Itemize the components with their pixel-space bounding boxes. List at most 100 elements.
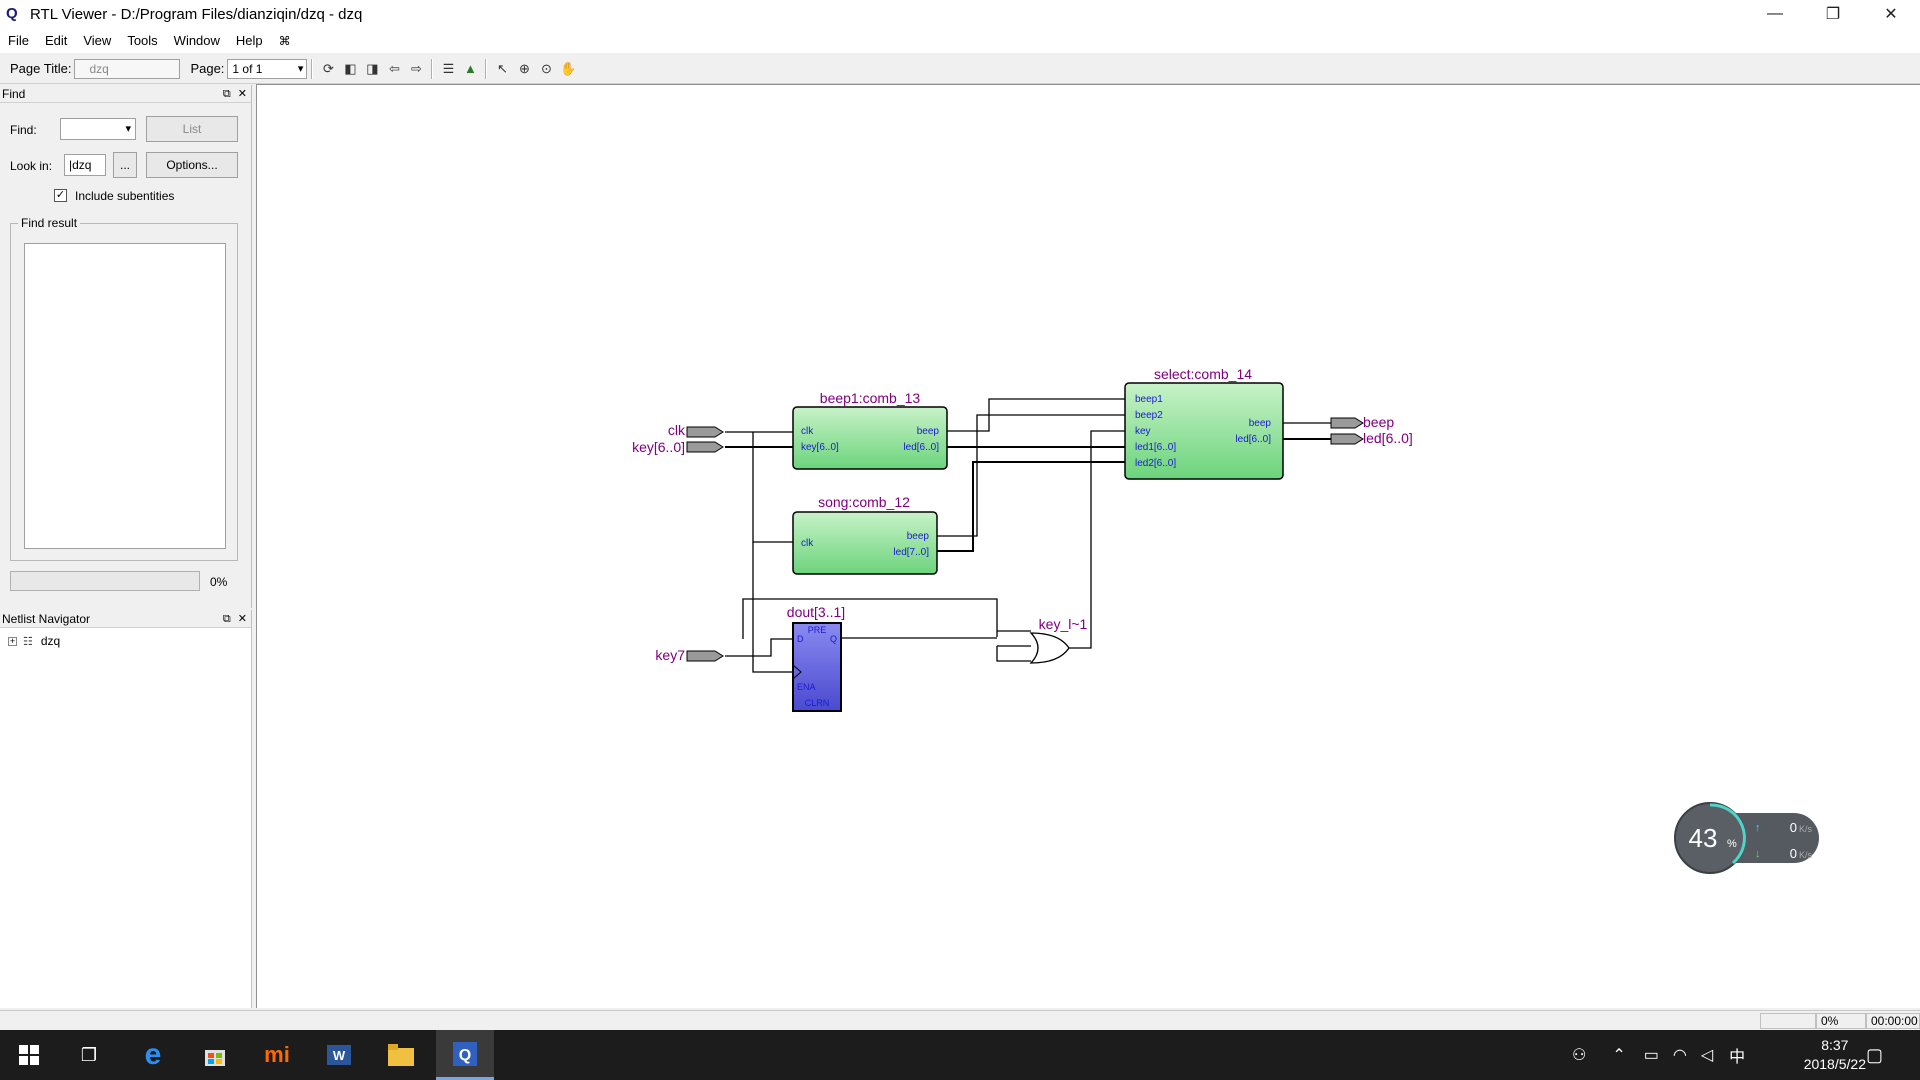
song-port-led: led[7..0]: [893, 547, 929, 558]
dff-register[interactable]: [792, 622, 842, 712]
dff-clock-marker: [792, 664, 802, 680]
beep1-module[interactable]: [792, 406, 948, 470]
store-bag-icon: [205, 1050, 225, 1066]
svg-text:W: W: [333, 1048, 346, 1063]
upload-speed: 0: [1790, 820, 1797, 835]
selection-tool-icon[interactable]: ↖: [496, 60, 508, 76]
mi-app-icon[interactable]: mi: [264, 1042, 290, 1067]
led-output-pin[interactable]: [1330, 433, 1364, 445]
netlist-navigator-panel: Netlist Navigator ⧉ ✕ + ☷ dzq: [0, 610, 252, 1008]
close-button[interactable]: ✕: [1884, 6, 1898, 23]
network-speed-widget[interactable]: 43 % ↑ ↓ 0 K/s 0 K/s: [1673, 801, 1823, 875]
zoom-tool-icon[interactable]: ⊕: [518, 60, 530, 76]
input-method-indicator[interactable]: 中: [1729, 1049, 1746, 1066]
download-unit: K/s: [1799, 850, 1813, 860]
windows-logo-icon: [19, 1045, 39, 1065]
beep-output-label: beep: [1363, 414, 1394, 430]
word-icon[interactable]: W: [314, 1030, 364, 1080]
fit-in-window-icon[interactable]: ⊙: [540, 60, 552, 76]
taskbar-clock[interactable]: 8:37 2018/5/22: [1804, 1036, 1866, 1074]
clk-input-pin[interactable]: [686, 426, 724, 438]
key7-input-pin[interactable]: [686, 650, 724, 662]
float-icon[interactable]: ⧉: [222, 88, 231, 100]
whats-this-icon[interactable]: ⌘: [278, 33, 291, 48]
include-subentities-label: Include subentities: [75, 189, 175, 203]
menu-window[interactable]: Window: [173, 33, 220, 48]
window-title: RTL Viewer - D:/Program Files/dianziqin/…: [30, 5, 363, 23]
restore-button[interactable]: ❐: [1825, 6, 1841, 23]
hand-tool-icon[interactable]: ✋: [560, 60, 577, 76]
wifi-icon[interactable]: ◠: [1672, 1047, 1687, 1064]
netlist-icon[interactable]: ▲: [463, 61, 477, 76]
word-logo-icon: W: [327, 1045, 351, 1065]
title-bar: Q RTL Viewer - D:/Program Files/dianziqi…: [0, 0, 1920, 28]
menu-help[interactable]: Help: [235, 33, 263, 48]
menu-bar: File Edit View Tools Window Help ⌘: [0, 28, 1920, 53]
battery-icon[interactable]: ▭: [1643, 1047, 1659, 1064]
page-label: Page:: [190, 61, 225, 76]
start-button[interactable]: [4, 1030, 54, 1080]
action-center-icon[interactable]: ▢: [1866, 1030, 1883, 1080]
browse-button[interactable]: ...: [113, 152, 137, 178]
page-select[interactable]: 1 of 1: [227, 58, 308, 79]
page-title-input[interactable]: dzq: [74, 58, 181, 79]
find-panel: Find ⧉ ✕ Find: List Look in: |dzq ... Op…: [0, 85, 252, 608]
beep-output-pin[interactable]: [1330, 417, 1364, 429]
list-button[interactable]: List: [146, 116, 238, 142]
windows-taskbar: ❐ e mi W Q ⚇ ⌃ ▭ ◠ ◁ 中 8:37 2018/5/22 ▢: [0, 1030, 1920, 1080]
menu-view[interactable]: View: [83, 33, 112, 48]
close-panel-icon[interactable]: ✕: [237, 613, 247, 625]
quartus-taskbar-icon[interactable]: Q: [436, 1030, 494, 1080]
include-subentities-checkbox[interactable]: ✓: [54, 189, 67, 202]
menu-file[interactable]: File: [8, 33, 29, 48]
beep1-port-beep: beep: [917, 426, 940, 437]
go-forward-hierarchy-icon[interactable]: ◨: [366, 60, 379, 76]
float-icon[interactable]: ⧉: [222, 613, 231, 625]
find-label: Find:: [10, 123, 37, 137]
or-gate[interactable]: [1029, 632, 1070, 664]
go-back-hierarchy-icon[interactable]: ◧: [344, 60, 357, 76]
upload-arrow-icon: ↑: [1755, 822, 1761, 834]
select-module[interactable]: [1124, 382, 1284, 480]
schematic-canvas[interactable]: clk key[6..0] key7 beep led[6..0] beep1:…: [256, 84, 1920, 1008]
find-panel-header: Find ⧉ ✕: [0, 85, 251, 103]
look-in-field[interactable]: |dzq: [64, 154, 106, 176]
dff-pin-clrn: CLRN: [805, 698, 830, 708]
notification-icon: ▢: [1866, 1044, 1884, 1065]
song-port-clk: clk: [801, 538, 814, 549]
refresh-icon[interactable]: ⟳: [322, 60, 334, 76]
download-speed: 0: [1790, 846, 1797, 861]
edge-browser-icon[interactable]: e: [144, 1038, 162, 1071]
find-result-list[interactable]: [24, 243, 226, 549]
close-panel-icon[interactable]: ✕: [237, 88, 247, 100]
hierarchy-list-icon[interactable]: ☰: [442, 60, 455, 76]
show-hidden-icons-icon[interactable]: ⌃: [1612, 1047, 1626, 1064]
minimize-button[interactable]: —: [1767, 5, 1783, 22]
select-port-led1: led1[6..0]: [1135, 442, 1176, 453]
menu-tools[interactable]: Tools: [127, 33, 158, 48]
led-output-label: led[6..0]: [1363, 430, 1413, 446]
file-explorer-icon[interactable]: [376, 1030, 426, 1080]
people-icon[interactable]: ⚇: [1572, 1047, 1587, 1064]
forward-icon[interactable]: ⇨: [410, 60, 422, 76]
toolbar-separator: [311, 58, 314, 79]
tree-item-label: dzq: [40, 634, 61, 648]
volume-icon[interactable]: ◁: [1700, 1047, 1714, 1064]
clk-pin-label: clk: [668, 422, 686, 438]
select-port-led-out: led[6..0]: [1235, 434, 1271, 445]
folder-icon: [388, 1044, 414, 1066]
options-button[interactable]: Options...: [146, 152, 238, 178]
song-module[interactable]: [792, 511, 938, 575]
find-combo[interactable]: [60, 118, 136, 140]
task-view-icon[interactable]: ❐: [80, 1044, 98, 1065]
netlist-navigator-title: Netlist Navigator: [2, 612, 91, 626]
back-icon[interactable]: ⇦: [388, 60, 400, 76]
tree-item-dzq[interactable]: + ☷ dzq: [8, 634, 60, 648]
expand-icon[interactable]: +: [8, 635, 17, 646]
store-icon[interactable]: [190, 1030, 240, 1080]
key-input-pin[interactable]: [686, 441, 724, 453]
download-arrow-icon: ↓: [1755, 848, 1761, 860]
toolbar: Page Title: dzq Page: 1 of 1 ⟳ ◧ ◨ ⇦ ⇨ ☰…: [0, 54, 1920, 84]
status-bar: 0% 00:00:00: [0, 1010, 1920, 1030]
menu-edit[interactable]: Edit: [44, 33, 68, 48]
